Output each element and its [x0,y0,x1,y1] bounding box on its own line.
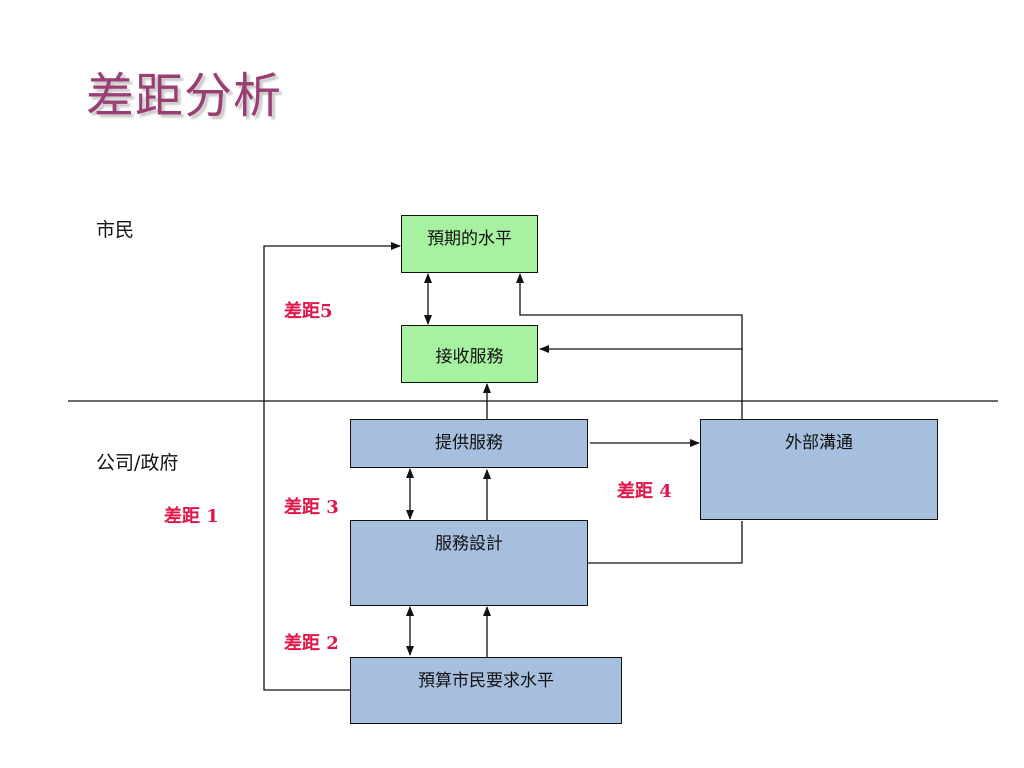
gap1-label: 差距 1 [164,506,219,527]
government-label: 公司/政府 [96,452,179,474]
external-to-received-arrow [539,345,743,419]
gap1-connector [263,242,401,691]
page-title: 差距分析 [86,68,283,124]
budget-level-box: 預算市民要求水平 [350,657,622,724]
external-to-expected-arrow [516,273,743,349]
service-design-box: 服務設計 [350,520,588,606]
gap2-label: 差距 2 [284,633,339,654]
citizen-label: 市民 [96,219,135,241]
expected-level-box: 預期的水平 [401,215,538,273]
design-to-external-line [588,521,743,564]
received-service-box: 接收服務 [401,325,538,383]
gap3-label: 差距 3 [284,497,339,518]
provide-service-box: 提供服務 [350,419,588,468]
gap4-label: 差距 4 [617,481,672,502]
gap5-label: 差距5 [284,301,333,322]
external-communication-box: 外部溝通 [700,419,938,520]
